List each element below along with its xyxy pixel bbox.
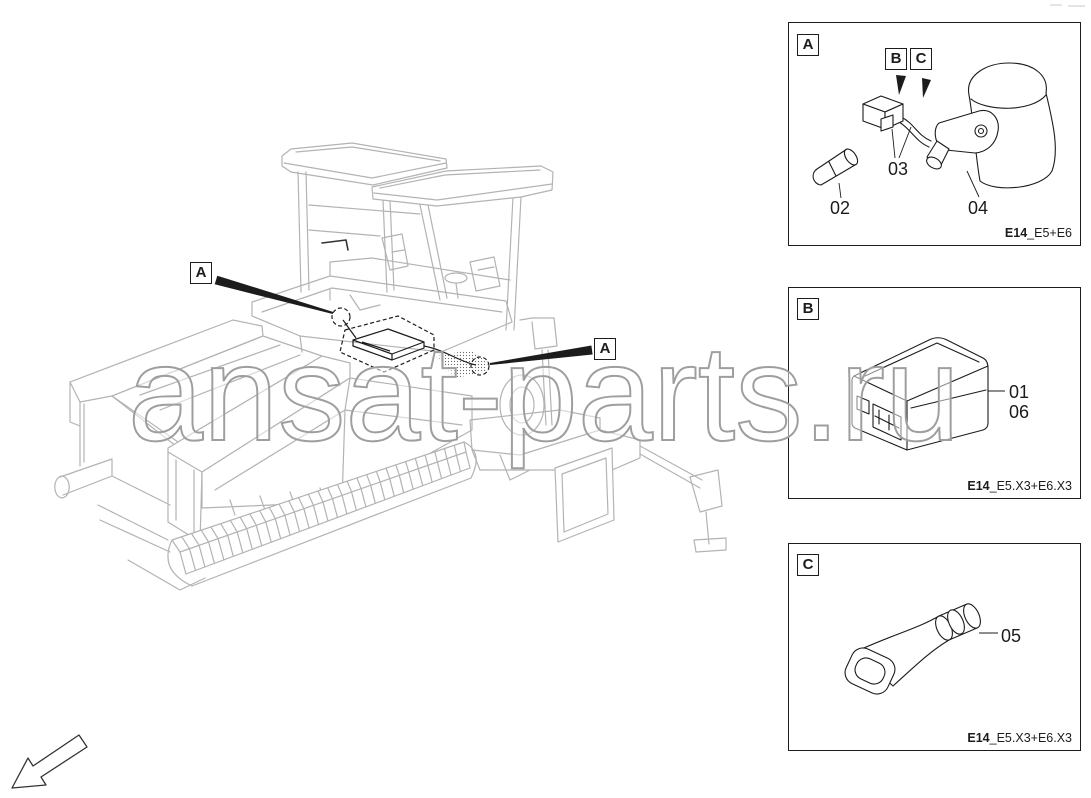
orientation-arrow — [11, 734, 88, 789]
connector-latch — [880, 114, 894, 132]
paver-hopper — [69, 319, 473, 543]
control-unit — [352, 328, 425, 361]
terminal-slots — [874, 409, 900, 431]
paver-canopy — [281, 142, 554, 331]
bulb-body — [812, 148, 856, 186]
detail-b-caption-code: E14 — [967, 479, 990, 493]
connector-housing — [851, 337, 989, 451]
paver-undercarriage — [54, 441, 477, 591]
view-b-arrow — [896, 75, 906, 95]
callout-left-target — [331, 307, 351, 327]
detail-c-caption: E14_E5.X3+E6.X3 — [967, 731, 1072, 745]
grade-sensor-arm — [639, 445, 727, 553]
leader-04 — [966, 170, 980, 198]
callout-left-label: A — [190, 262, 212, 284]
lamp-dome-rim — [970, 94, 1047, 109]
detail-a-leaders — [838, 126, 980, 199]
detail-c-panel: 05 C E14_E5.X3+E6.X3 — [788, 543, 1081, 751]
screed-end-plate — [554, 447, 615, 543]
drive-wheel — [499, 374, 545, 436]
part-number-04: 04 — [968, 198, 988, 218]
lamp-dome — [968, 62, 1056, 189]
screed-body — [469, 409, 641, 481]
plug-mid-ring — [947, 609, 965, 635]
detail-a-caption: E14_E5+E6 — [1005, 226, 1072, 240]
part-number-06: 06 — [1009, 402, 1029, 422]
canopy-posts — [297, 171, 522, 331]
control-unit-cable — [342, 319, 477, 366]
canopy-roof-front — [371, 165, 554, 207]
corner-dash — [1050, 4, 1085, 7]
flat-plug — [844, 603, 981, 695]
hopper-left-wing — [69, 319, 264, 467]
control-unit-area-dots — [436, 350, 488, 378]
view-b-label: B — [885, 48, 907, 70]
lamp-housing — [926, 62, 1056, 189]
control-unit-outline — [339, 315, 435, 373]
detail-a-panel: 03 02 04 A B C E14_E5+E6 — [788, 22, 1081, 246]
bulb-band — [828, 161, 837, 177]
track-plates — [171, 441, 471, 575]
arrow-down-left-icon — [11, 734, 88, 789]
bulb-end — [843, 148, 859, 166]
callout-right-pointer — [489, 345, 593, 365]
main-callouts — [214, 275, 593, 378]
corner-mark — [1050, 4, 1085, 7]
part-number-01: 01 — [1009, 382, 1029, 402]
detail-b-caption-suffix: _E5.X3+E6.X3 — [989, 479, 1072, 493]
plug-mouth-opening — [854, 657, 886, 685]
callout-right-target — [470, 356, 490, 376]
detail-b-caption: E14_E5.X3+E6.X3 — [967, 479, 1072, 493]
view-c-arrow — [922, 78, 931, 98]
operator-seats — [381, 233, 501, 299]
part-number-05: 05 — [1001, 626, 1021, 646]
paver-machine — [54, 142, 727, 591]
lamp-mount-hole-inner — [977, 127, 985, 135]
detail-a-caption-code: E14 — [1004, 226, 1028, 240]
canopy-handle — [321, 239, 349, 251]
part-number-02: 02 — [830, 198, 850, 218]
detail-c-caption-code: E14 — [967, 731, 990, 745]
leader-02 — [838, 182, 842, 199]
bulb-socket-disc — [926, 156, 942, 170]
detail-b-label: B — [797, 298, 819, 320]
view-c-label: C — [910, 48, 932, 70]
detail-b-drawing: 01 06 — [851, 337, 1029, 451]
detail-b-panel: 01 06 B E14_E5.X3+E6.X3 — [788, 287, 1081, 499]
paver-screed — [469, 374, 727, 553]
canopy-roof-rear — [281, 142, 448, 186]
detail-a-label: A — [797, 34, 819, 56]
paver-operator-platform — [251, 233, 558, 426]
view-arrows — [896, 75, 931, 98]
push-rollers — [54, 458, 206, 591]
callout-right-label: A — [594, 338, 616, 360]
detail-a-drawing: 03 02 04 — [812, 62, 1056, 218]
plug-end — [963, 603, 981, 629]
bulb — [812, 148, 859, 186]
platform-rails — [329, 257, 558, 426]
detail-c-label: C — [797, 554, 819, 576]
callout-left-pointer — [214, 275, 334, 314]
housing-edges — [853, 342, 989, 451]
connector-cable — [898, 116, 932, 148]
leader-03 — [891, 126, 912, 159]
terminal-cavity-small — [856, 395, 870, 415]
detail-c-drawing: 05 — [844, 603, 1021, 695]
detail-a-caption-suffix: _E5+E6 — [1027, 226, 1072, 240]
cable-connector — [862, 95, 932, 148]
part-number-03: 03 — [888, 159, 908, 179]
lamp-mount-plate — [934, 109, 999, 154]
detail-c-caption-suffix: _E5.X3+E6.X3 — [989, 731, 1072, 745]
